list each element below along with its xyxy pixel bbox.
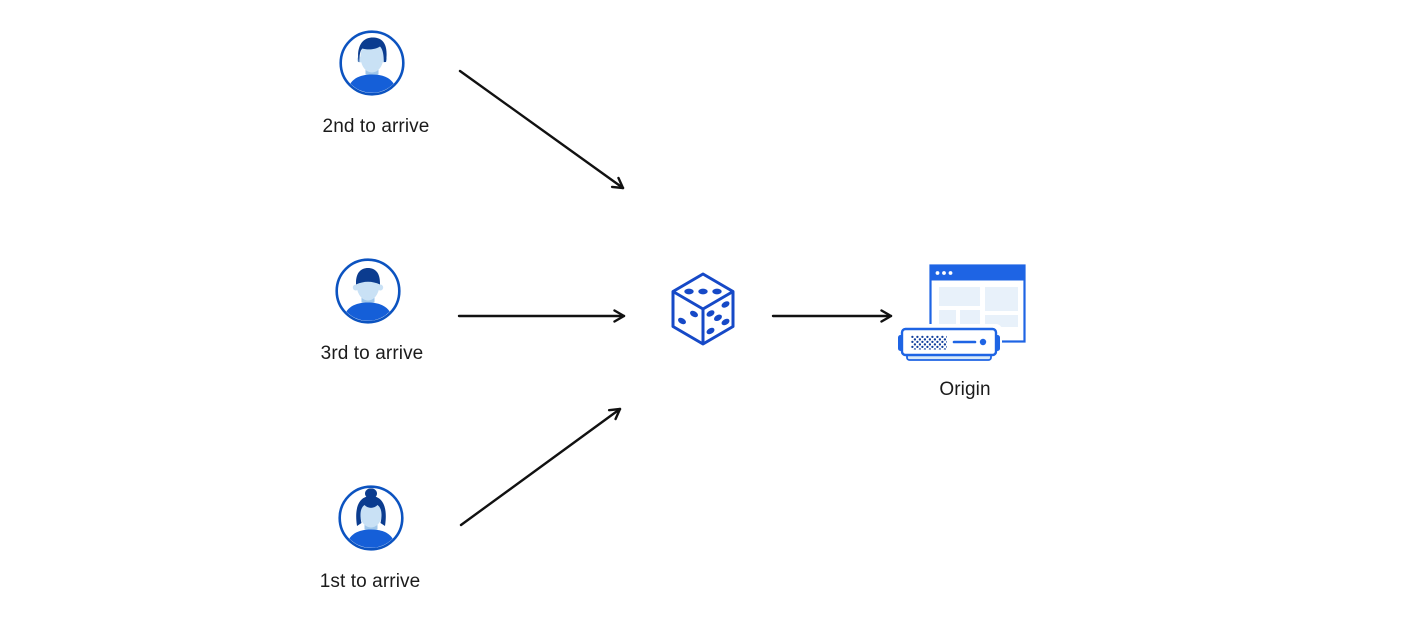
client-label-top: 2nd to arrive [322,116,430,137]
client-node-middle [334,257,402,330]
man-avatar-icon [339,30,405,96]
server-rack-icon [898,324,1002,363]
dice-hub-node [668,270,738,353]
client-node-top [338,29,406,102]
origin-server-icon [898,264,1026,363]
client-label-bottom: 1st to arrive [319,571,421,592]
arrow-client-bottom-to-dice [459,407,622,527]
woman-avatar-icon [338,485,404,551]
arrow-client-top-to-dice [458,69,625,190]
client-label-middle: 3rd to arrive [320,343,424,364]
client-node-bottom [337,484,405,557]
window-dot-icon [942,271,946,275]
window-dot-icon [935,271,940,275]
dice-icon [671,272,735,346]
origin-label: Origin [939,379,991,400]
window-dot-icon [948,271,953,275]
origin-node [898,263,1028,368]
man-avatar-icon [335,258,401,324]
